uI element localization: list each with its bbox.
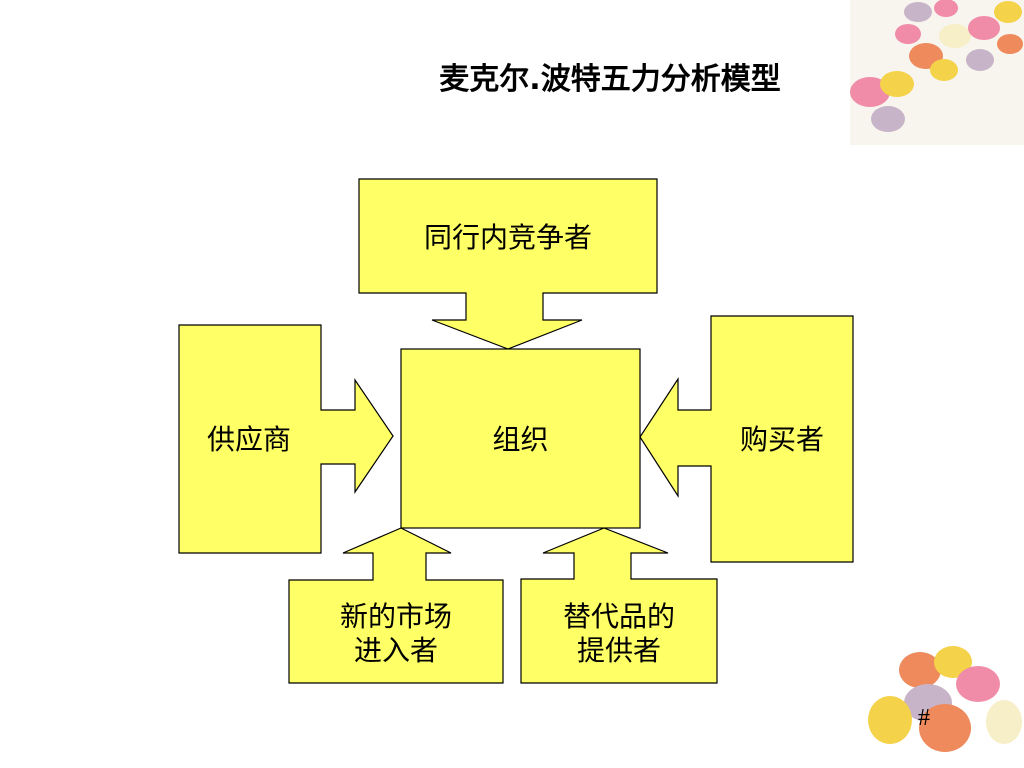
competitors-label: 同行内竞争者 — [423, 221, 592, 254]
egg-icon — [966, 49, 994, 71]
egg-icon — [895, 24, 921, 44]
competitors-arrow-shape — [358, 178, 658, 350]
substitutes-arrow-shape — [520, 527, 718, 684]
slide-number: # — [918, 705, 930, 731]
egg-icon — [880, 71, 914, 97]
buyers-arrow-shape — [639, 315, 854, 563]
organization-label: 组织 — [492, 423, 549, 456]
candy-eggs-bottom-decoration — [868, 646, 1022, 752]
new-entrants-label: 新的市场 进入者 — [339, 600, 452, 667]
egg-icon — [850, 77, 890, 107]
egg-icon — [904, 2, 932, 22]
egg-icon — [997, 34, 1023, 54]
suppliers-arrow-shape — [178, 324, 394, 554]
egg-icon — [919, 704, 971, 752]
egg-icon — [930, 59, 958, 81]
slide-title: 麦克尔.波特五力分析模型 — [439, 62, 781, 97]
buyers-label: 购买者 — [739, 423, 824, 456]
egg-icon — [934, 646, 972, 678]
organization-box — [400, 348, 641, 529]
substitutes-label: 替代品的 提供者 — [562, 600, 675, 667]
egg-icon — [868, 696, 912, 744]
candy-eggs-top-decoration — [850, 0, 1024, 145]
egg-icon — [934, 0, 958, 17]
egg-icon — [986, 700, 1022, 744]
egg-icon — [968, 16, 1000, 40]
egg-icon — [899, 652, 941, 688]
egg-icon — [994, 1, 1022, 23]
new-entrants-arrow-shape — [288, 527, 504, 684]
egg-icon — [956, 666, 1000, 702]
egg-icon — [939, 24, 971, 48]
suppliers-label: 供应商 — [206, 423, 291, 456]
egg-icon — [871, 106, 905, 132]
